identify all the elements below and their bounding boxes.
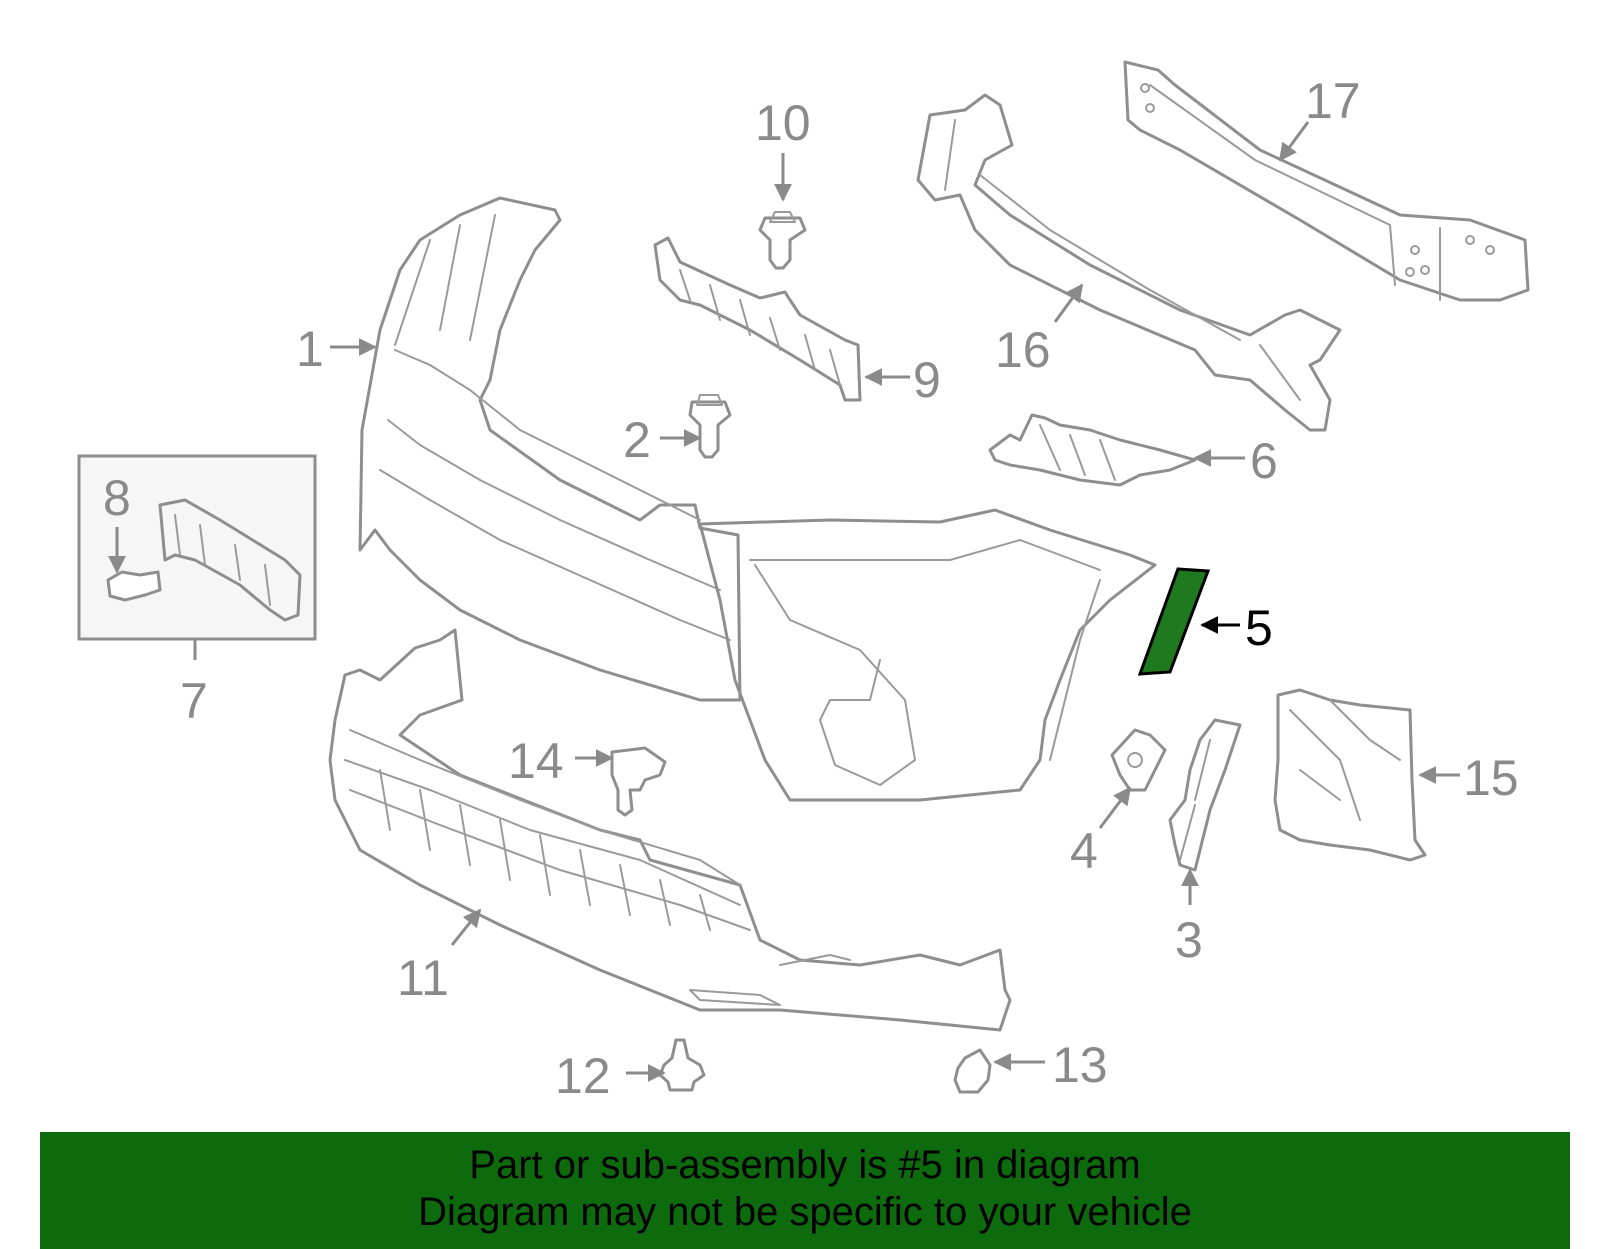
callout-13: 13 <box>1052 1037 1108 1093</box>
callout-16: 16 <box>995 322 1051 378</box>
part-17-reinforcement <box>1123 60 1530 302</box>
part-5-shape <box>1137 567 1211 676</box>
callout-labels: 1 2 3 4 5 6 7 8 9 10 11 12 13 14 15 16 1… <box>103 73 1519 1104</box>
part-1-bumper-frame <box>358 196 742 702</box>
part-11-lower-spoiler <box>328 628 1012 1032</box>
part-2-clip <box>688 394 732 459</box>
part-16-absorber <box>916 93 1342 432</box>
leader-lines <box>108 121 1460 1082</box>
part-4-bracket <box>1110 728 1167 792</box>
callout-6: 6 <box>1250 433 1278 489</box>
part-9-bracket <box>653 236 862 402</box>
part-15-bracket <box>1273 688 1427 862</box>
part-10-clip <box>758 211 807 270</box>
part-3-bracket <box>1168 718 1242 872</box>
part-14-clip <box>610 746 667 817</box>
banner-line-2: Diagram may not be specific to your vehi… <box>418 1190 1192 1234</box>
callout-4: 4 <box>1070 823 1098 879</box>
part-5-highlight <box>1137 567 1211 676</box>
callout-9: 9 <box>913 352 941 408</box>
callout-1: 1 <box>296 321 324 377</box>
callout-11: 11 <box>397 950 449 1006</box>
callout-10: 10 <box>755 95 811 151</box>
callout-15: 15 <box>1463 750 1519 806</box>
part-13-clip <box>953 1048 992 1094</box>
info-banner: Part or sub-assembly is #5 in diagram Di… <box>40 1132 1570 1249</box>
part-12-clip <box>658 1038 706 1092</box>
callout-5: 5 <box>1245 600 1273 656</box>
callout-12: 12 <box>555 1048 611 1104</box>
callout-2: 2 <box>623 412 651 468</box>
callout-8: 8 <box>103 470 131 526</box>
bumper-cover <box>698 508 1157 802</box>
callout-7: 7 <box>180 673 208 729</box>
callout-14: 14 <box>508 733 564 789</box>
callout-3: 3 <box>1175 912 1203 968</box>
banner-line-1: Part or sub-assembly is #5 in diagram <box>469 1143 1141 1187</box>
callout-17: 17 <box>1305 73 1361 129</box>
part-6-bracket <box>988 413 1197 487</box>
